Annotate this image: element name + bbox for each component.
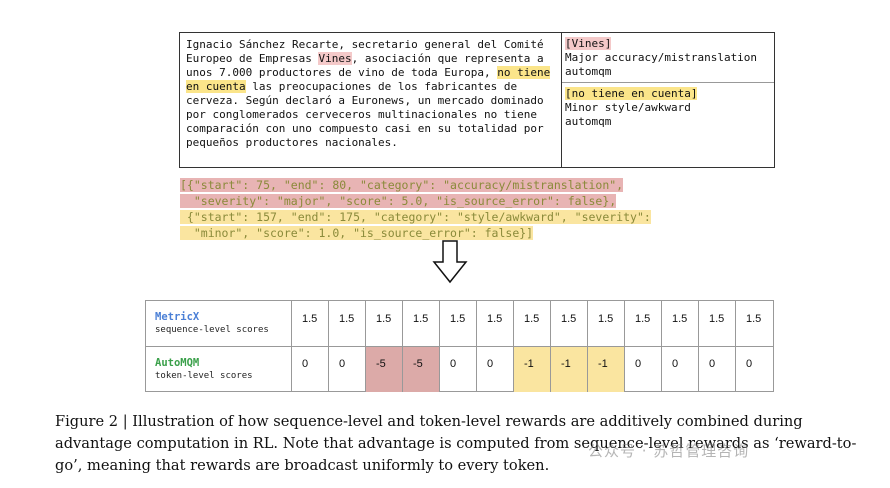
metricx-score-cell: 1.5 [514,301,551,346]
automqm-score-cell: -1 [514,347,551,392]
watermark: 公众号 · 苏哲管理咨询 [588,442,750,460]
annotation-description: Minor style/awkward [565,101,691,114]
metricx-score-cell: 1.5 [662,301,699,346]
metricx-score-cell: 1.5 [551,301,588,346]
automqm-score-cell: 0 [329,347,366,392]
metricx-score-cell: 1.5 [292,301,329,346]
automqm-score-cell: 0 [625,347,662,392]
annotation-description: Major accuracy/mistranslation [565,51,758,64]
metricx-score-cell: 1.5 [366,301,403,346]
metricx-name: MetricX [155,311,200,323]
metricx-sub: sequence-level scores [155,325,269,335]
automqm-score-cell: -5 [403,347,440,392]
automqm-score-cell: 0 [746,358,753,370]
automqm-score-cell: 0 [699,347,736,392]
annotation-source: automqm [565,115,612,128]
json-output: [{"start": 75, "end": 80, "category": "a… [180,177,740,241]
highlight-vines: Vines [318,52,352,65]
automqm-label-cell: AutoMQM token-level scores [146,347,292,392]
metricx-score-cell: 1.5 [588,301,625,346]
metricx-score-cell: 1.5 [329,301,366,346]
json-line: "severity": "major", "score": 5.0, "is_s… [180,194,617,208]
annotation-minor: [no tiene en cuenta] Minor style/awkward… [562,83,774,129]
annotation-major: [Vines] Major accuracy/mistranslation au… [562,33,774,83]
source-text-part: las preocupaciones de los fabricantes de… [186,80,544,149]
metricx-score-cell: 1.5 [699,301,736,346]
annotation-span: [no tiene en cuenta] [565,87,698,100]
source-text-part: , asociación que representa a unos 7.000… [186,52,544,79]
metricx-score-cell: 1.5 [746,313,762,325]
automqm-score-cell: -5 [366,347,403,392]
metricx-score-cell: 1.5 [440,301,477,346]
automqm-name: AutoMQM [155,357,200,369]
down-arrow-icon [432,240,468,284]
automqm-score-cell: 0 [662,347,699,392]
metricx-score-cell: 1.5 [403,301,440,346]
automqm-sub: token-level scores [155,371,253,381]
figure-caption: Figure 2 | Illustration of how sequence-… [55,413,857,474]
automqm-score-cell: -1 [588,347,625,392]
example-box: Ignacio Sánchez Recarte, secretario gene… [179,32,775,168]
automqm-score-cell: -1 [551,347,588,392]
metricx-label-cell: MetricX sequence-level scores [146,301,292,346]
json-line: "minor", "score": 1.0, "is_source_error"… [180,226,534,240]
metricx-score-cell: 1.5 [477,301,514,346]
automqm-score-cell: 0 [292,347,329,392]
json-line: {"start": 157, "end": 175, "category": "… [180,210,651,224]
annotation-span: [Vines] [565,37,612,50]
annotations-panel: [Vines] Major accuracy/mistranslation au… [562,33,774,167]
source-text-part: Ignacio Sánchez Recarte, secretario gene… [186,38,544,65]
metricx-score-cell: 1.5 [625,301,662,346]
automqm-score-cell: 0 [477,347,514,392]
annotation-source: automqm [565,65,612,78]
automqm-score-cell: 0 [440,347,477,392]
json-line: [{"start": 75, "end": 80, "category": "a… [180,178,624,192]
source-text: Ignacio Sánchez Recarte, secretario gene… [180,33,562,167]
